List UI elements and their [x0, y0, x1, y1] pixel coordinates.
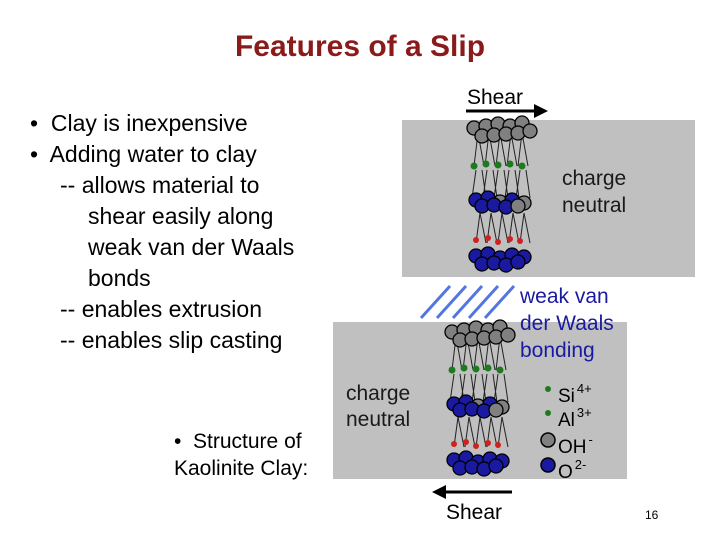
al-atom [494, 161, 502, 169]
weak-bonding-line3: bonding [520, 339, 595, 362]
si-atom [485, 440, 491, 446]
weak-bonding-line1: weak van [520, 285, 609, 308]
o-legend-marker [540, 457, 556, 473]
oh-atom [488, 402, 504, 418]
structure-label-line2: Kaolinite Clay: [174, 457, 309, 480]
shear-label-top: Shear [467, 86, 524, 109]
si-atom [451, 441, 457, 447]
legend-oh: OH- [558, 432, 593, 458]
structure-label-line1: • Structure of [174, 430, 302, 453]
al-atom [496, 366, 504, 374]
shear-arrow-bottom [432, 485, 512, 499]
oh-legend-marker [540, 432, 556, 448]
van-der-waals-bond-lines [419, 284, 516, 320]
shear-arrow-top [466, 104, 548, 118]
sub-bullet-1-line3: weak van der Waals [88, 234, 295, 260]
si-legend-marker [545, 386, 551, 392]
weak-bonding-line2: der Waals [520, 312, 614, 335]
charge-neutral-bottom-line1: charge [346, 382, 411, 405]
bullet-2-text: Adding water to clay [49, 141, 257, 167]
si-atom [517, 238, 523, 244]
al-atom [448, 366, 456, 374]
upper-clay-layer [402, 120, 695, 277]
shear-label-bottom: Shear [446, 501, 503, 524]
charge-neutral-top-line1: charge [562, 167, 627, 190]
al-atom [484, 364, 492, 372]
al-atom [472, 365, 480, 373]
oh-atom [510, 198, 526, 214]
page-number: 16 [645, 508, 659, 522]
al-atom [460, 364, 468, 372]
bullet-1: • Clay is inexpensive [30, 110, 248, 136]
charge-neutral-bottom-line2: neutral [346, 408, 411, 431]
si-atom [485, 235, 491, 241]
oh-atom [500, 327, 516, 343]
al-legend-marker [545, 410, 551, 416]
sub-bullet-2: -- enables extrusion [60, 296, 262, 322]
sub-bullet-3: -- enables slip casting [60, 327, 283, 353]
lower-atom-layer [444, 319, 516, 477]
al-atom [506, 160, 514, 168]
al-atom [482, 160, 490, 168]
sub-bullet-1: -- allows material to [60, 172, 260, 198]
sub-bullet-1-line4: bonds [88, 265, 151, 291]
al-atom [518, 162, 526, 170]
si-atom [463, 439, 469, 445]
slide-title: Features of a Slip [234, 30, 486, 63]
al-atom [470, 162, 478, 170]
charge-neutral-top-line2: neutral [562, 194, 627, 217]
bullet-2: • Adding water to clay [30, 141, 257, 167]
upper-atom-layer [466, 115, 538, 273]
o-atom [510, 254, 526, 270]
si-atom [495, 239, 501, 245]
si-atom [507, 236, 513, 242]
si-atom [495, 442, 501, 448]
sub-bullet-1-line2: shear easily along [88, 203, 274, 229]
si-atom [473, 443, 479, 449]
bullet-1-text: Clay is inexpensive [50, 110, 248, 136]
si-atom [473, 237, 479, 243]
o-atom [488, 458, 504, 474]
oh-atom [522, 123, 538, 139]
